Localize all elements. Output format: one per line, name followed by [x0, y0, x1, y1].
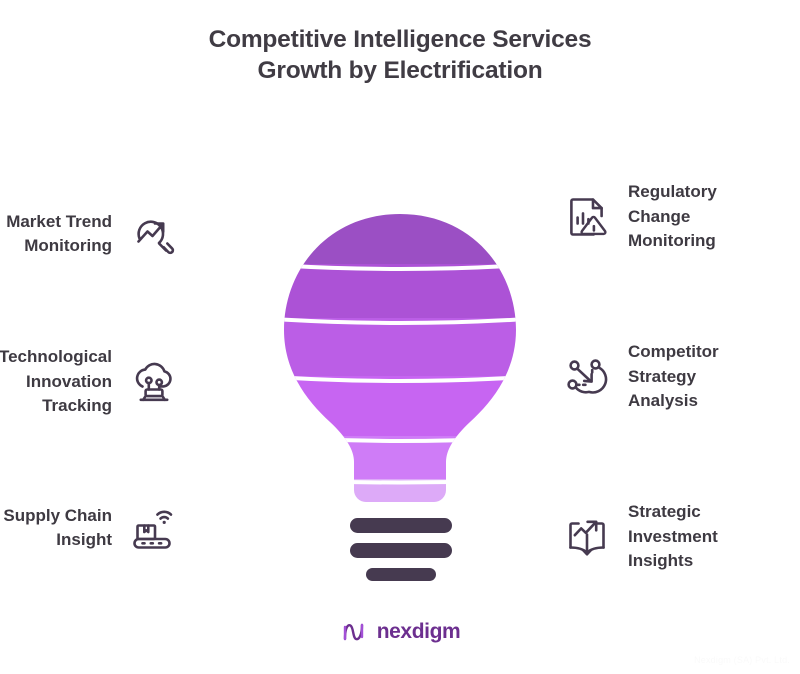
- feature-label-strategic-investment-insights: Strategic Investment Insights: [628, 502, 718, 570]
- bulb-base-bar-1: [350, 518, 452, 533]
- nexdigm-logo-text: nexdigm: [376, 620, 461, 643]
- bulb-base-bar-2: [350, 543, 452, 558]
- page-title-line-1: Competitive Intelligence Services: [208, 26, 592, 53]
- bulb-band-4: [284, 376, 516, 436]
- bulb-band-3: [284, 318, 516, 376]
- nexdigm-logo: nexdigm: [0, 618, 800, 646]
- feature-regulatory-change-monitoring[interactable]: Regulatory Change Monitoring: [560, 180, 717, 254]
- footer-watermark: Nexdigm (SA) Pvt. Ltd.: [694, 655, 790, 665]
- bulb-base-bars: [350, 518, 452, 581]
- feature-label-regulatory-change-monitoring: Regulatory Change Monitoring: [628, 182, 717, 250]
- feature-label-competitor-strategy-analysis: Competitor Strategy Analysis: [628, 342, 719, 410]
- feature-technological-innovation-tracking[interactable]: Technological Innovation Tracking: [0, 345, 180, 419]
- bulb-base-bar-3: [366, 568, 436, 581]
- bulb-band-2: [284, 264, 516, 318]
- feature-market-trend-monitoring[interactable]: Market Trend Monitoring: [6, 207, 180, 261]
- page-title: Competitive Intelligence Services Growth…: [0, 24, 800, 86]
- bulb-glass-bands: [284, 214, 516, 502]
- nexdigm-logo-mark: [343, 623, 363, 641]
- conveyor-wifi-icon: [126, 501, 180, 555]
- book-growth-icon: [560, 510, 614, 564]
- feature-label-market-trend-monitoring: Market Trend Monitoring: [6, 211, 112, 256]
- page-title-line-2: Growth by Electrification: [257, 57, 543, 84]
- feature-label-technological-innovation-tracking: Technological Innovation Tracking: [0, 347, 112, 415]
- trend-magnifier-icon: [126, 207, 180, 261]
- lightbulb-illustration: [268, 212, 532, 592]
- feature-competitor-strategy-analysis[interactable]: Competitor Strategy Analysis: [560, 340, 719, 414]
- feature-supply-chain-insight[interactable]: Supply Chain Insight: [3, 501, 180, 555]
- bulb-band-1: [284, 214, 516, 264]
- strategy-nodes-icon: [560, 350, 614, 404]
- feature-label-supply-chain-insight: Supply Chain Insight: [3, 505, 112, 550]
- cloud-robot-icon: [126, 355, 180, 409]
- feature-strategic-investment-insights[interactable]: Strategic Investment Insights: [560, 500, 718, 574]
- document-chart-warning-icon: [560, 190, 614, 244]
